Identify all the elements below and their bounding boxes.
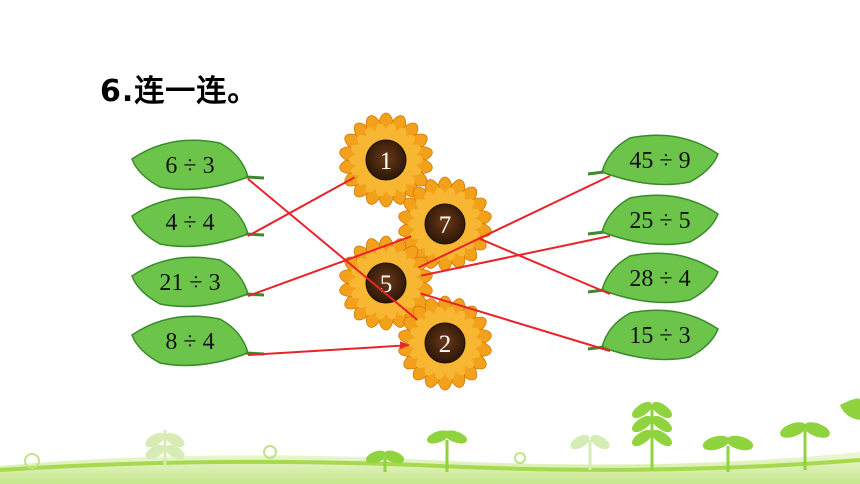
grass-line: [0, 458, 860, 472]
expression-label: 45 ÷ 9: [629, 148, 690, 174]
leaf-stem: [587, 230, 605, 236]
leaf-decoration: [840, 398, 860, 420]
expression-label: 21 ÷ 3: [159, 270, 220, 296]
flower-center: [424, 322, 466, 364]
right-leaf-3[interactable]: 28 ÷ 4: [587, 252, 719, 304]
connection-line: [418, 175, 611, 269]
dot-decoration: [24, 453, 40, 469]
right-leaf-1[interactable]: 45 ÷ 9: [587, 134, 719, 186]
left-leaves: 6 ÷ 3 4 ÷ 4 21 ÷ 3 8 ÷ 4: [131, 139, 265, 367]
flower-center: [365, 139, 407, 181]
sprout-icon: [631, 401, 673, 470]
left-leaf-3[interactable]: 21 ÷ 3: [131, 256, 265, 308]
connection-line: [477, 237, 611, 295]
connection-line: [421, 235, 611, 277]
left-leaf-1[interactable]: 6 ÷ 3: [131, 139, 265, 191]
flower-number: 2: [439, 331, 452, 358]
flower-number: 7: [439, 212, 452, 239]
connection-line: [420, 292, 611, 352]
dot-decoration: [263, 445, 277, 459]
flower-center: [424, 203, 466, 245]
leaf-stem: [245, 232, 265, 237]
sunflower-5[interactable]: 5: [338, 235, 433, 331]
connection-line: [247, 344, 410, 356]
right-leaf-4[interactable]: 15 ÷ 3: [587, 309, 719, 361]
expression-label: 8 ÷ 4: [165, 329, 214, 355]
connection-line: [247, 176, 355, 237]
page-title: 6.连一连。: [100, 74, 259, 109]
expression-label: 4 ÷ 4: [165, 210, 214, 236]
leaf-stem: [587, 170, 605, 176]
sprout-icon: [780, 422, 830, 470]
sprout-icon: [702, 435, 754, 472]
left-leaf-4[interactable]: 8 ÷ 4: [131, 315, 265, 367]
sunflower-1[interactable]: 1: [338, 112, 433, 208]
right-leaf-2[interactable]: 25 ÷ 5: [587, 194, 719, 246]
flower-center: [365, 262, 407, 304]
sprout-icon: [570, 434, 610, 470]
connection-lines: [247, 175, 611, 356]
ground-decoration: [0, 398, 860, 484]
expression-label: 6 ÷ 3: [165, 153, 214, 179]
sunflower-2[interactable]: 2: [397, 295, 492, 391]
connection-line: [247, 235, 412, 297]
dot-decoration: [514, 452, 526, 464]
leaf-stem: [245, 175, 265, 180]
expression-label: 15 ÷ 3: [629, 323, 690, 349]
sprout-icon: [427, 430, 467, 472]
arrow-head: [400, 341, 410, 350]
grass-strip: [0, 452, 860, 484]
expression-label: 25 ÷ 5: [629, 208, 690, 234]
sprout-icon: [145, 430, 185, 470]
sunflower-7[interactable]: 7: [397, 176, 492, 272]
left-leaf-2[interactable]: 4 ÷ 4: [131, 196, 265, 248]
connection-line: [247, 178, 418, 321]
right-leaves: 45 ÷ 9 25 ÷ 5 28 ÷ 4 15 ÷ 3: [587, 134, 719, 361]
sprout-icon: [365, 450, 405, 472]
flower-number: 1: [380, 148, 393, 175]
expression-label: 28 ÷ 4: [629, 266, 690, 292]
